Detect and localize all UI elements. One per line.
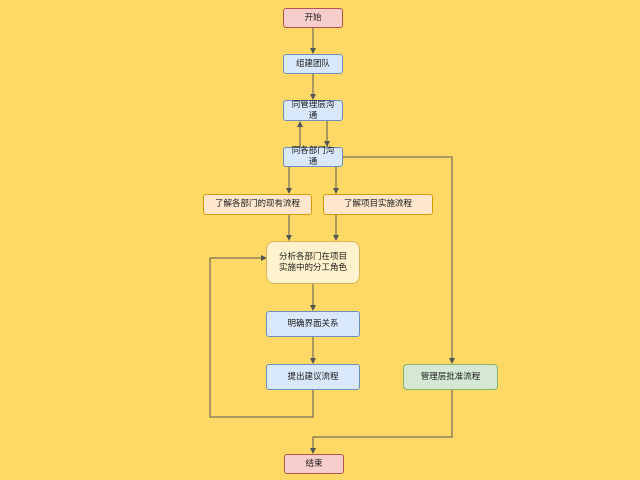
node-clarify-label: 明确界面关系 xyxy=(287,318,339,329)
node-understand-dept: 了解各部门的现有流程 xyxy=(203,194,312,215)
node-start-label: 开始 xyxy=(304,12,322,23)
edge-dept-comm-to-approve xyxy=(343,156,455,364)
node-understand-project: 了解项目实施流程 xyxy=(323,194,433,215)
node-mgmt-comm-label: 同管理层沟通 xyxy=(291,99,335,121)
node-analyze-label: 分析各部门在项目实施中的分工角色 xyxy=(278,251,347,273)
node-clarify: 明确界面关系 xyxy=(266,311,360,337)
node-end: 结束 xyxy=(284,454,344,474)
node-analyze: 分析各部门在项目实施中的分工角色 xyxy=(266,241,360,284)
node-end-label: 结束 xyxy=(305,458,323,469)
node-propose: 提出建议流程 xyxy=(266,364,360,390)
node-build-team: 组建团队 xyxy=(283,54,343,74)
node-understand-project-label: 了解项目实施流程 xyxy=(343,199,412,209)
node-propose-label: 提出建议流程 xyxy=(287,371,339,382)
node-dept-comm-label: 同各部门沟通 xyxy=(291,146,335,167)
node-start: 开始 xyxy=(283,8,343,28)
edge-approve-to-end xyxy=(310,390,453,454)
node-build-team-label: 组建团队 xyxy=(295,58,330,69)
edge-propose-to-analyze-loop xyxy=(209,255,314,418)
node-approve-label: 管理层批准流程 xyxy=(420,371,481,382)
node-dept-comm: 同各部门沟通 xyxy=(283,146,343,167)
node-mgmt-comm: 同管理层沟通 xyxy=(283,100,343,121)
node-approve: 管理层批准流程 xyxy=(403,364,498,390)
node-understand-dept-label: 了解各部门的现有流程 xyxy=(214,199,300,209)
